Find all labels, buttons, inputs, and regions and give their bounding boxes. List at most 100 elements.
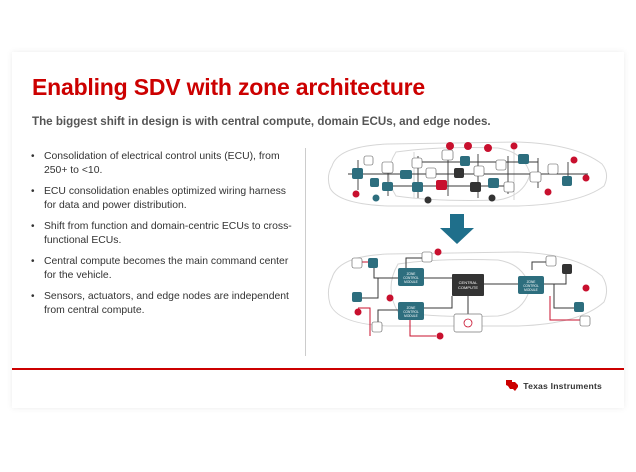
sensor-node [424, 196, 432, 204]
ecu-node [470, 182, 481, 192]
down-arrow-head [440, 228, 474, 244]
ecu-node [412, 182, 423, 192]
zone-module-label: ZONE [407, 306, 416, 310]
zone-control-module: ZONE CONTROL MODULE [518, 276, 544, 294]
central-compute-label: CENTRAL [459, 280, 478, 285]
bullet-item: • Sensors, actuators, and edge nodes are … [30, 290, 300, 318]
slide: Enabling SDV with zone architecture The … [12, 52, 624, 408]
ecu-node [488, 178, 499, 188]
zone-control-module: ZONE CONTROL MODULE [398, 268, 424, 286]
zone-module-label: CONTROL [403, 310, 419, 314]
central-compute-label: COMPUTE [458, 285, 478, 290]
wire [531, 261, 550, 270]
column-divider [305, 148, 306, 356]
wire [544, 270, 567, 285]
sensor-node [436, 332, 444, 340]
sensor-node [484, 144, 492, 152]
zone-module-label: MODULE [404, 314, 418, 318]
logo-text: Texas Instruments [523, 381, 602, 391]
wire [362, 278, 379, 299]
bullet-item: • ECU consolidation enables optimized wir… [30, 185, 300, 213]
zone-module-box [518, 276, 544, 294]
power-wire [409, 314, 436, 337]
ecu-node [352, 168, 363, 179]
sensor-node [570, 156, 578, 164]
ecu-node [503, 181, 515, 193]
sensor-node [582, 174, 590, 182]
slide-title: Enabling SDV with zone architecture [32, 74, 426, 100]
bullet-text: Sensors, actuators, and edge nodes are i… [44, 291, 289, 316]
bullet-text: Consolidation of electrical control unit… [44, 151, 280, 176]
ecu-node [382, 182, 393, 191]
edge-node [351, 257, 363, 269]
texas-instruments-logo: Texas Instruments [505, 379, 602, 392]
edge-node [562, 264, 572, 274]
central-compute-box [452, 274, 484, 296]
gateway-node [453, 313, 483, 333]
wire [553, 284, 576, 309]
wire [373, 266, 398, 279]
bullet-dot: • [31, 256, 35, 267]
sensor-node [544, 188, 552, 196]
ecu-node [425, 167, 437, 179]
edge-node [368, 258, 378, 268]
car-bottom-wiring [362, 257, 576, 324]
bullet-text: Shift from function and domain-centric E… [44, 221, 292, 246]
sensor-node [386, 294, 394, 302]
bullet-text: Central compute becomes the main command… [44, 256, 289, 281]
central-compute: CENTRAL COMPUTE [452, 274, 484, 296]
car-bottom-cabin [390, 259, 531, 317]
edge-node [352, 292, 362, 302]
car-top-nodes [352, 142, 590, 204]
wire [377, 309, 398, 324]
edge-node [574, 302, 584, 312]
wire [414, 296, 453, 309]
car-top-body [327, 141, 608, 207]
sensor-node [372, 194, 380, 202]
bullet-item: • Central compute becomes the main comman… [30, 255, 300, 283]
bullet-item: • Consolidation of electrical control uni… [30, 150, 300, 178]
ecu-node [411, 157, 423, 169]
bullet-dot: • [31, 186, 35, 197]
zone-module-label: MODULE [404, 280, 418, 284]
zone-control-module: ZONE CONTROL MODULE [398, 302, 424, 320]
bullet-dot: • [31, 291, 35, 302]
sensor-node [510, 142, 518, 150]
bullet-text: ECU consolidation enables optimized wiri… [44, 186, 286, 211]
edge-node [579, 315, 591, 327]
ecu-node [436, 180, 447, 190]
slide-subtitle: The biggest shift in design is with cent… [32, 115, 491, 128]
edge-node [545, 255, 557, 267]
ecu-node [547, 163, 559, 175]
ecu-node [473, 165, 485, 177]
bullet-list: • Consolidation of electrical control uni… [30, 150, 300, 325]
zone-module-label: CONTROL [523, 284, 539, 288]
ecu-node [529, 171, 542, 183]
bullet-dot: • [31, 151, 35, 162]
car-bottom-nodes [351, 248, 591, 340]
footer-rule [12, 368, 624, 370]
zone-module-label: MODULE [524, 288, 538, 292]
sensor-node [488, 194, 496, 202]
zone-module-box [398, 268, 424, 286]
ecu-node [400, 170, 412, 179]
bullet-dot: • [31, 221, 35, 232]
ecu-node [381, 161, 394, 174]
sensor-node [582, 284, 590, 292]
power-wire [358, 307, 371, 336]
power-wire [549, 296, 584, 321]
logo-word-1: Texas [523, 380, 549, 391]
sensor-node [352, 190, 360, 198]
zone-module-label: ZONE [407, 272, 416, 276]
zone-module-label: ZONE [527, 280, 536, 284]
wire [405, 257, 426, 270]
logo-word-2: Instruments [550, 380, 602, 391]
sensor-node [464, 142, 472, 150]
ecu-node [495, 159, 507, 171]
ecu-node [363, 155, 374, 166]
ecu-node [454, 168, 464, 178]
ecu-node [370, 178, 379, 187]
ecu-node [460, 156, 470, 166]
ecu-node [518, 154, 529, 164]
